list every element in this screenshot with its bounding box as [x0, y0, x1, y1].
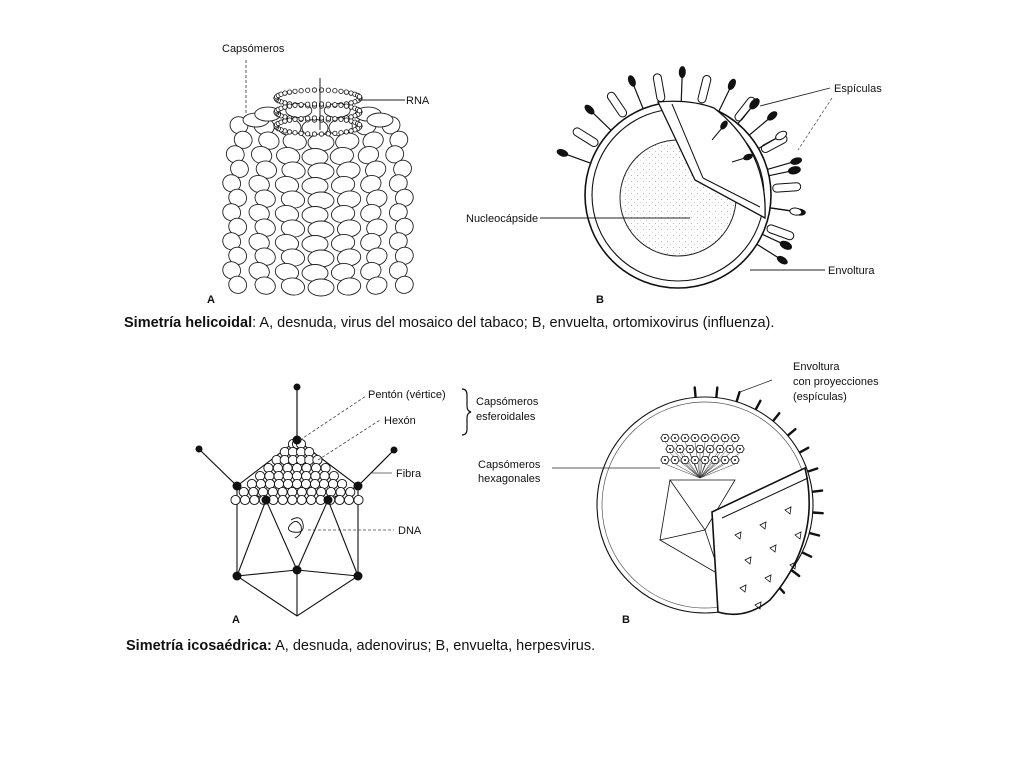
tmv-capsomere [366, 189, 388, 208]
penton-leader [299, 395, 367, 441]
tmv-capsomere [366, 247, 388, 266]
tmv-capsomere [248, 232, 270, 252]
caption-icosahedral-title: Simetría icosaédrica: [126, 638, 272, 654]
orthomyxovirus-illustration [556, 66, 806, 289]
cutaway-edge-2 [702, 177, 761, 208]
envelope-projections [693, 386, 824, 594]
label-envoltura-3: (espículas) [793, 391, 847, 403]
tmv-capsomere [228, 275, 248, 294]
tmv-capsomere [366, 218, 388, 237]
espiculas-leader-2 [797, 97, 833, 151]
hexon-capsomeres [230, 438, 364, 506]
label-nucleocapside: Nucleocápside [466, 213, 538, 225]
envoltura-b-leader [739, 379, 773, 393]
adenovirus-illustration [195, 383, 398, 617]
caption-icosahedral-text: A, desnuda, adenovirus; B, envuelta, her… [271, 638, 596, 654]
panel-letter-icosahedral-b: B [622, 614, 630, 626]
hexagonal-capsomeres [660, 433, 745, 479]
panel-letter-helical-b: B [596, 294, 604, 306]
capsomeros-brace [461, 388, 472, 436]
tmv-capsomere [307, 278, 335, 297]
tmv-capsomere [248, 261, 270, 281]
tmv-capsomere [366, 112, 394, 128]
herpes-cutaway [711, 466, 810, 616]
envelope-cutaway [657, 100, 766, 220]
label-hexon: Hexón [384, 415, 416, 427]
espiculas-spikes [556, 66, 806, 265]
tmv-capsomere [280, 277, 306, 296]
tmv-capsomere [222, 203, 242, 222]
label-penton: Pentón (vértice) [368, 389, 446, 401]
label-capsomeros-esferoidales-1: Capsómeros [476, 396, 539, 408]
label-capsomeros: Capsómeros [222, 43, 285, 55]
tmv-capsomere [366, 276, 388, 295]
tmv-capsomere [389, 130, 409, 149]
tmv-capsomere [222, 174, 242, 193]
label-capsomeros-hex-2: hexagonales [478, 473, 541, 485]
cutaway-edge [671, 103, 704, 179]
label-fibra: Fibra [396, 468, 422, 480]
label-capsomeros-esferoidales-2: esferoidales [476, 411, 536, 423]
dna-coil [288, 517, 304, 539]
herpesvirus-illustration [596, 386, 824, 616]
caption-helical-text: : A, desnuda, virus del mosaico del taba… [252, 315, 775, 331]
tmv-capsomere [393, 159, 412, 178]
caption-icosahedral: Simetría icosaédrica: A, desnuda, adenov… [126, 638, 595, 654]
tmv-capsomere [336, 277, 362, 296]
nucleocapsid-sketch [658, 479, 736, 576]
penton-vertices [232, 435, 363, 581]
label-envoltura-2: con proyecciones [793, 376, 879, 388]
label-envoltura: Envoltura [828, 265, 875, 277]
tmv-capsomere [394, 188, 414, 207]
caption-helical: Simetría helicoidal: A, desnuda, virus d… [124, 315, 774, 331]
caption-helical-title: Simetría helicoidal [124, 315, 253, 331]
panel-letter-helical-a: A [207, 294, 215, 306]
tmv-capsomere [222, 232, 242, 251]
tmv-capsomere [248, 203, 270, 223]
label-rna: RNA [406, 95, 430, 107]
label-envoltura-1: Envoltura [793, 361, 840, 373]
label-espiculas: Espículas [834, 83, 882, 95]
tmv-rna-helix [273, 87, 363, 137]
tmv-capsomere [248, 174, 270, 194]
tmv-capsomere [225, 145, 245, 164]
tmv-capsomere [222, 261, 242, 280]
label-capsomeros-hex-1: Capsómeros [478, 459, 541, 471]
herpes-cutaway-edge [721, 477, 809, 519]
espiculas-leader-1 [759, 87, 831, 107]
label-dna: DNA [398, 525, 422, 537]
interior-spikes [711, 120, 753, 163]
tobacco-mosaic-virus-illustration [222, 103, 414, 297]
tmv-capsomere [394, 275, 414, 294]
tmv-capsomere [254, 276, 276, 295]
tmv-capsomere [394, 246, 414, 265]
cutaway-projections [734, 506, 802, 610]
tmv-capsomere [394, 217, 414, 236]
hexon-leader [317, 419, 381, 461]
panel-letter-icosahedral-a: A [232, 614, 240, 626]
